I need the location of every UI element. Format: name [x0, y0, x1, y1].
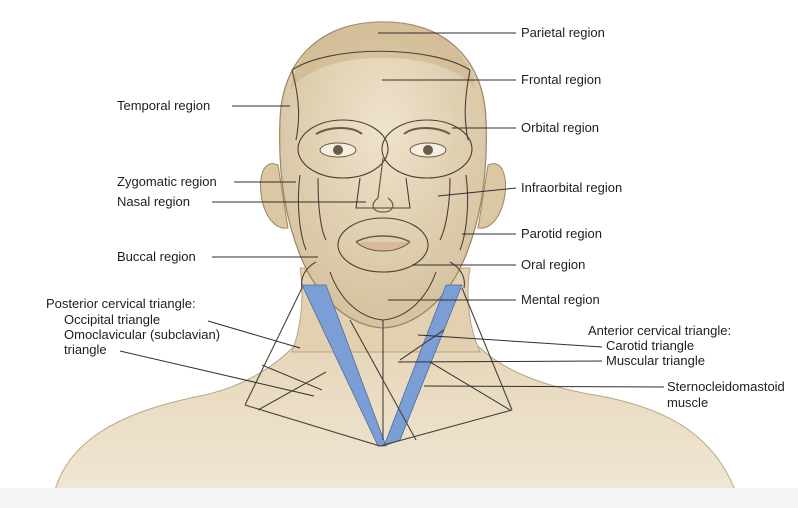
- label-omoclavicular-triangle-line2: triangle: [64, 343, 107, 357]
- label-oral-region: Oral region: [521, 258, 585, 272]
- label-buccal-region: Buccal region: [117, 250, 196, 264]
- label-muscular-triangle: Muscular triangle: [606, 354, 705, 368]
- label-occipital-triangle: Occipital triangle: [64, 313, 160, 327]
- label-nasal-region: Nasal region: [117, 195, 190, 209]
- label-parietal-region: Parietal region: [521, 26, 605, 40]
- label-infraorbital-region: Infraorbital region: [521, 181, 622, 195]
- bottom-strip: [0, 488, 798, 508]
- label-posterior-cervical-triangle: Posterior cervical triangle:: [46, 297, 196, 311]
- label-orbital-region: Orbital region: [521, 121, 599, 135]
- label-parotid-region: Parotid region: [521, 227, 602, 241]
- label-temporal-region: Temporal region: [117, 99, 210, 113]
- label-anterior-cervical-triangle: Anterior cervical triangle:: [588, 324, 731, 338]
- label-omoclavicular-triangle: Omoclavicular (subclavian): [64, 328, 220, 342]
- label-zygomatic-region: Zygomatic region: [117, 175, 217, 189]
- label-sternocleidomastoid: Sternocleidomastoid: [667, 380, 785, 394]
- label-mental-region: Mental region: [521, 293, 600, 307]
- label-sternocleidomastoid-line2: muscle: [667, 396, 708, 410]
- label-carotid-triangle: Carotid triangle: [606, 339, 694, 353]
- label-frontal-region: Frontal region: [521, 73, 601, 87]
